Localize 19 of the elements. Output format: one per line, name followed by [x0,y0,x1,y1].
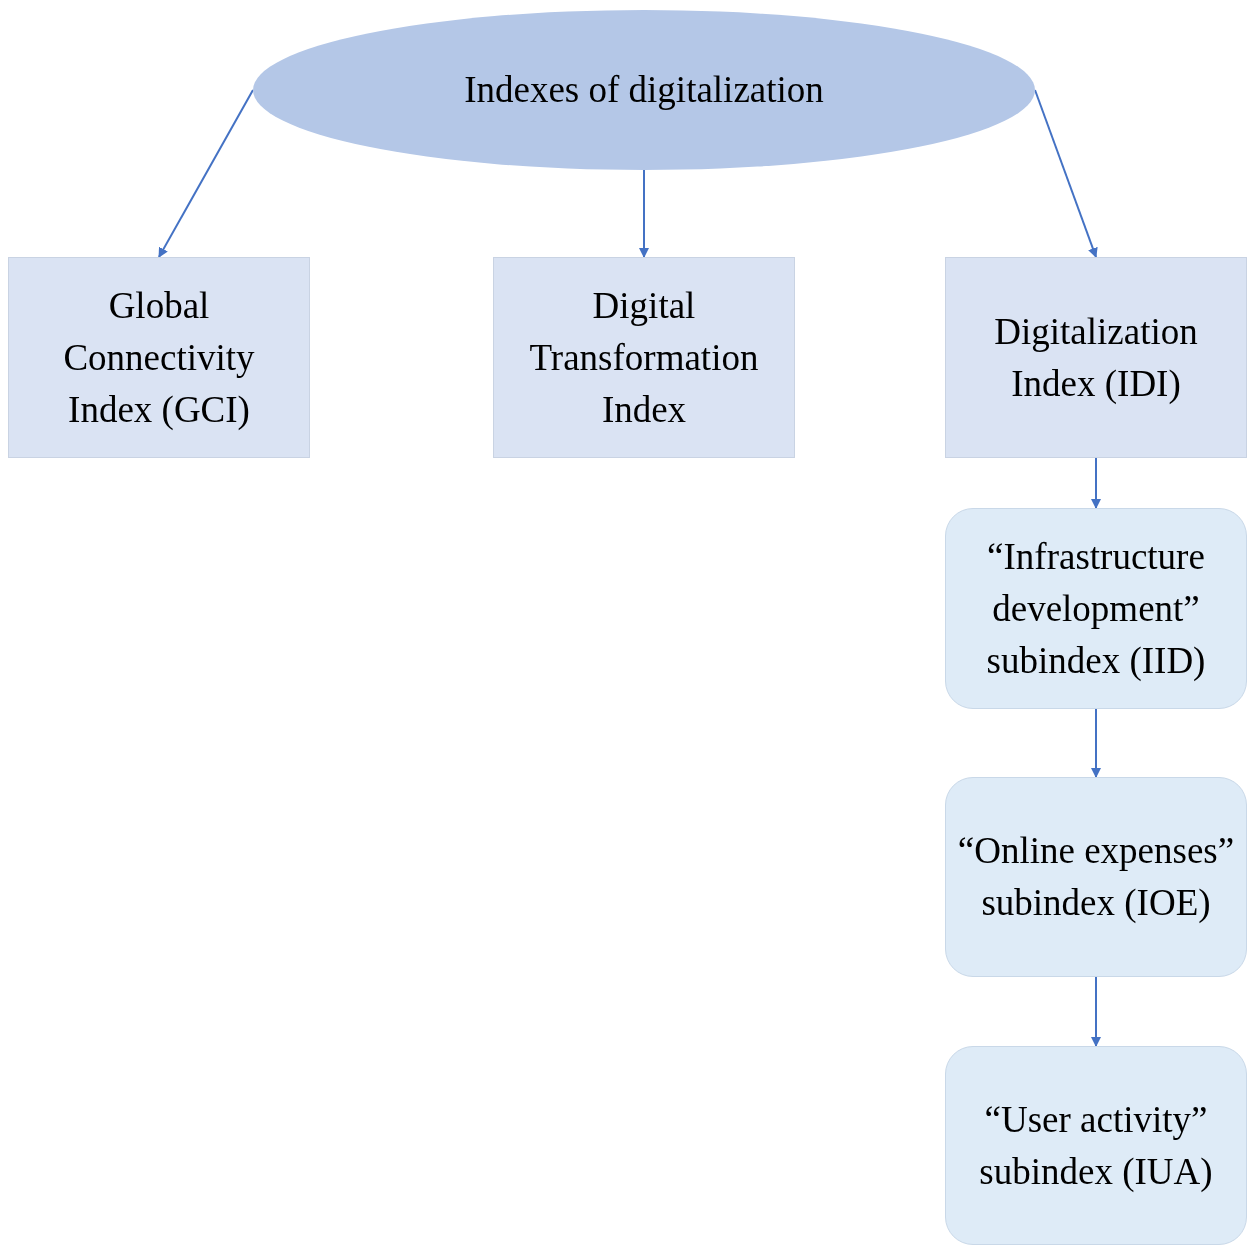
node-label: Global Connectivity Index (GCI) [62,283,256,432]
arrow [1091,708,1101,778]
index-box [493,257,795,458]
node-label: Digital Transformation Index [528,283,760,432]
arrow [158,89,254,258]
node-label: “Online expenses” subindex (IOE) [956,829,1236,925]
subindex-box [945,777,1247,977]
arrow [1091,457,1101,509]
node-label: Indexes of digitalization [464,68,824,112]
index-box [945,257,1247,458]
node-label: Digitalization Index (IDI) [993,309,1199,406]
node-label: “Infrastructure development” subindex (IID) [985,534,1207,683]
subindex-box [945,1046,1247,1245]
arrow [639,169,649,258]
subindex-box [945,508,1247,709]
index-box [8,257,310,458]
node-label: “User activity” subindex (IUA) [978,1097,1214,1194]
arrow [1034,89,1098,258]
arrow [1091,976,1101,1047]
